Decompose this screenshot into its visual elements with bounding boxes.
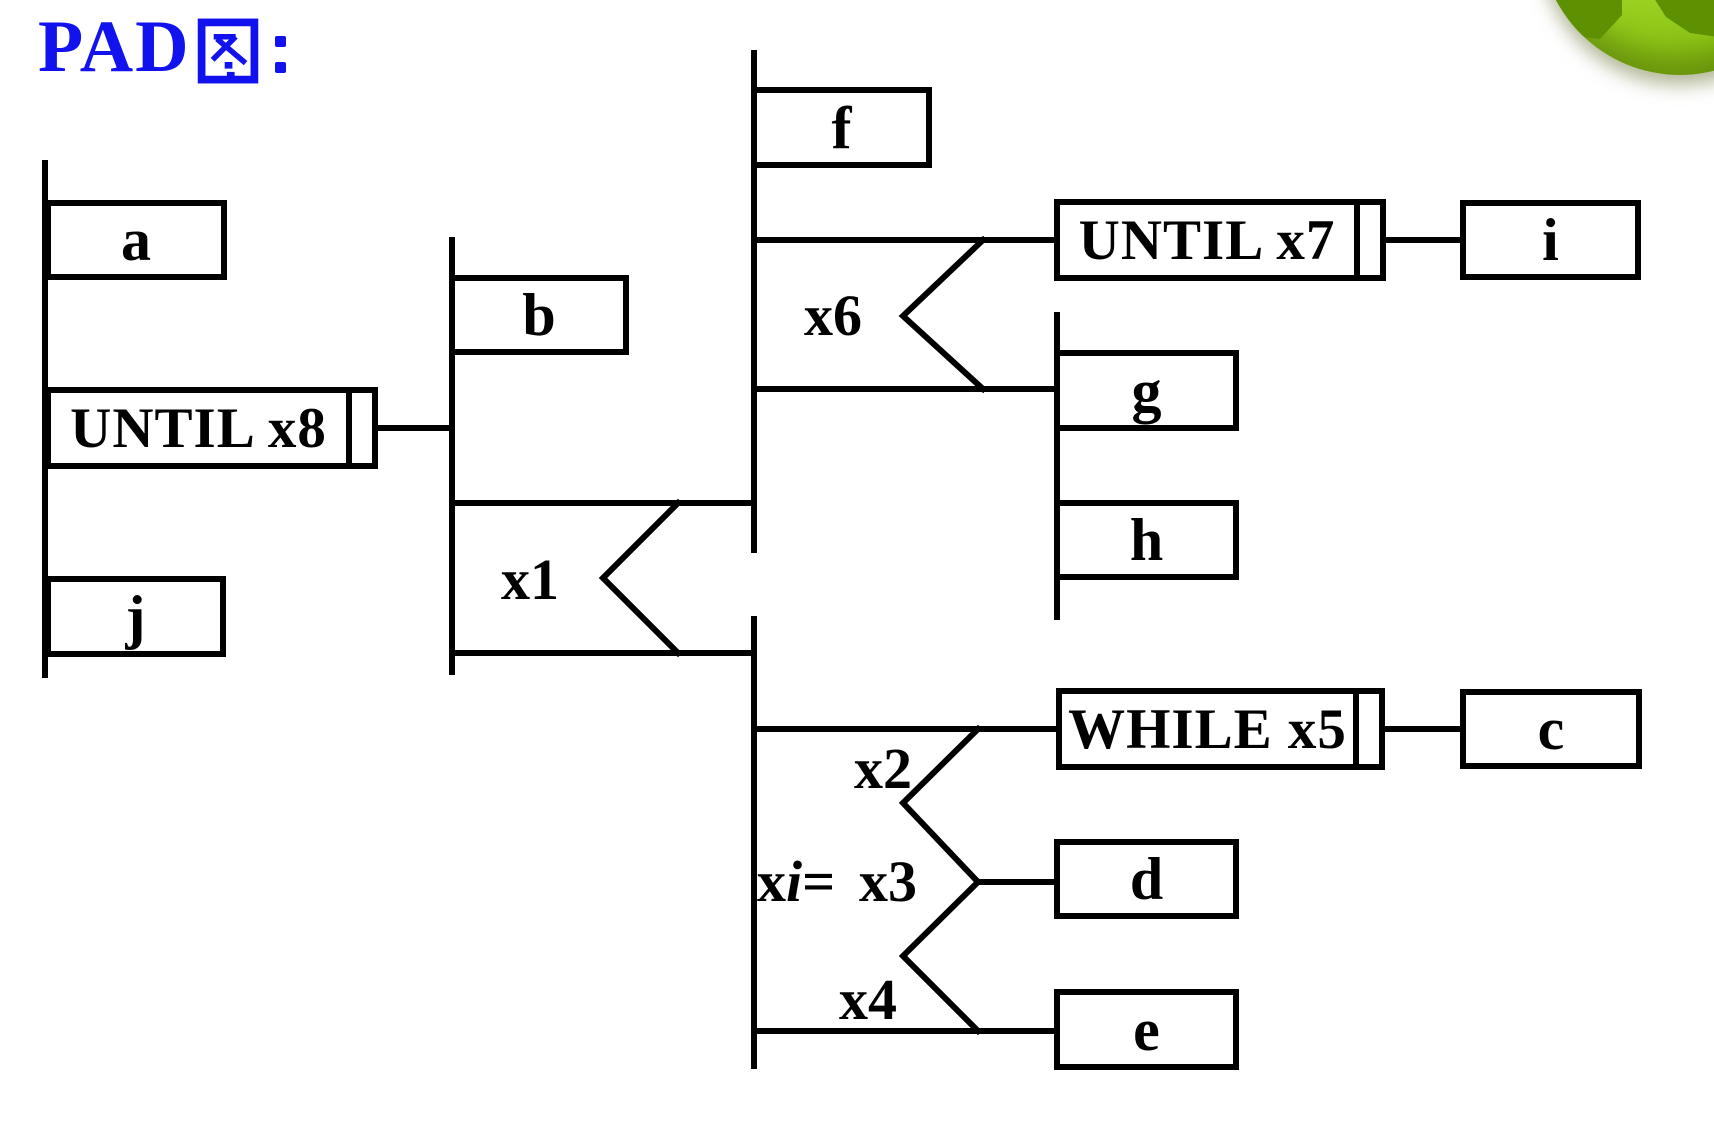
- loop-divider-until-x7: [1354, 199, 1360, 281]
- condition-label-xi: xi=: [757, 853, 835, 911]
- process-label-j: j: [125, 583, 146, 650]
- process-box-g: g: [1054, 350, 1239, 431]
- case-chevron-upper: [898, 724, 983, 887]
- title-latin-text: PAD: [38, 6, 191, 88]
- process-label-f: f: [831, 94, 852, 161]
- process-box-b: b: [449, 275, 629, 355]
- process-box-d: d: [1054, 839, 1239, 919]
- condition-label-x2: x2: [854, 736, 912, 801]
- loop-label-until-x8: UNTIL x8: [70, 396, 327, 460]
- process-box-i: i: [1460, 200, 1641, 280]
- page-title: PAD: [38, 8, 286, 86]
- process-label-h: h: [1129, 507, 1164, 573]
- condition-label-x3: x3: [859, 849, 917, 914]
- condition-label-x4: x4: [839, 967, 897, 1032]
- process-box-f: f: [751, 87, 932, 168]
- process-box-a: a: [45, 200, 227, 280]
- process-box-j: j: [45, 576, 226, 657]
- process-box-h: h: [1054, 500, 1239, 580]
- loop-label-until-x7: UNTIL x7: [1078, 208, 1336, 272]
- green-ball-icon: [1540, 0, 1714, 75]
- process-box-c: c: [1460, 689, 1642, 769]
- process-label-d: d: [1129, 846, 1164, 912]
- process-label-c: c: [1537, 696, 1565, 762]
- process-box-e: e: [1054, 989, 1239, 1070]
- process-label-b: b: [522, 282, 556, 348]
- title-fullwidth-colon: [274, 36, 286, 73]
- process-label-g: g: [1131, 357, 1162, 424]
- ball-dark-shape-left: [1550, 0, 1622, 39]
- loop-divider-while-x5: [1353, 688, 1359, 770]
- loop-divider-until-x8: [346, 387, 352, 469]
- process-label-a: a: [121, 207, 151, 273]
- condition-label-x6: x6: [804, 283, 862, 348]
- xi-variable: i: [786, 849, 803, 914]
- x6-selection-chevron: [898, 235, 988, 394]
- condition-label-x1: x1: [501, 547, 559, 612]
- case-chevron-lower: [898, 877, 983, 1036]
- loop-label-while-x5: WHILE x5: [1068, 697, 1347, 761]
- ball-dark-shape-right: [1655, 0, 1714, 37]
- loop-box-while-x5: WHILE x5: [1056, 688, 1385, 770]
- xi-prefix: x: [757, 849, 786, 914]
- loop-box-until-x7: UNTIL x7: [1054, 199, 1386, 281]
- xi-suffix: =: [802, 849, 836, 914]
- process-label-e: e: [1133, 996, 1160, 1063]
- process-label-i: i: [1542, 207, 1559, 273]
- loop-box-until-x8: UNTIL x8: [45, 387, 378, 469]
- x1-selection-chevron: [598, 498, 683, 658]
- green-ball-inner-shapes: [1550, 0, 1714, 39]
- title-cjk-glyph-tu: [197, 18, 258, 84]
